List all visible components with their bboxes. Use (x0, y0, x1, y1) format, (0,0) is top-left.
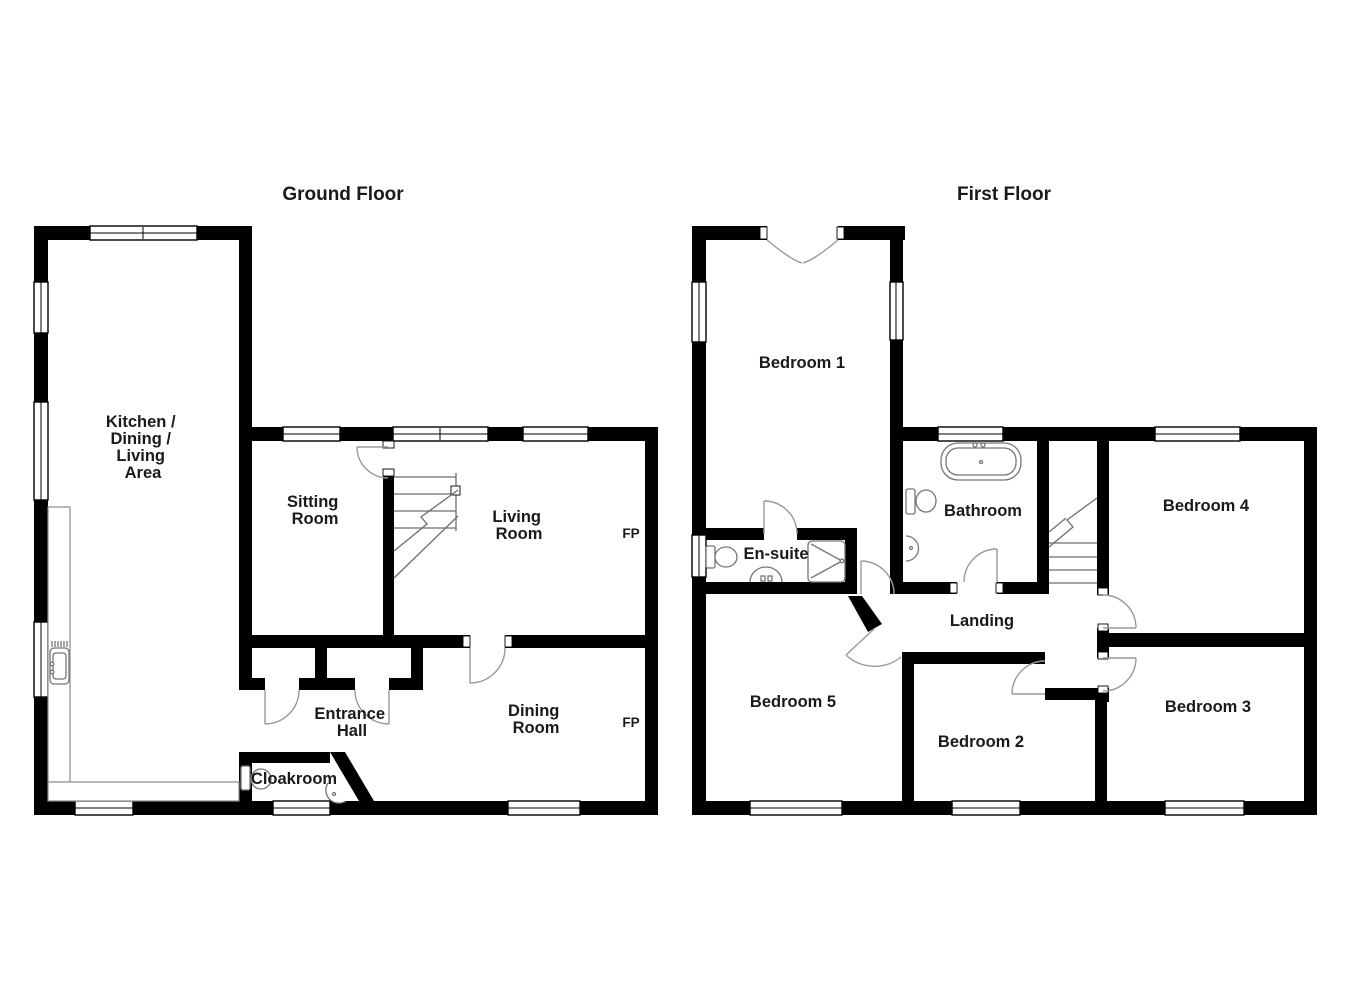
room-label-bathroom: Bathroom (944, 502, 1022, 520)
staircase-symbol-first (1048, 497, 1098, 584)
room-label-dining-room: Dining Room (508, 702, 564, 737)
room-label-living-room: Living Room (492, 508, 545, 543)
room-label-landing: Landing (950, 612, 1014, 630)
door-arc-bedroom3 (1102, 657, 1137, 692)
window-icon (1154, 426, 1241, 442)
window-icon (522, 426, 589, 442)
window-icon (74, 800, 134, 816)
room-label-cloakroom: Cloakroom (251, 770, 337, 788)
door-arc-hall-cupboard-right (354, 689, 390, 725)
window-icon (951, 800, 1021, 816)
window-icon (33, 281, 49, 334)
room-label-bedroom1: Bedroom 1 (759, 354, 845, 372)
ensuite-toilet-symbol (705, 545, 738, 569)
window-icon (937, 426, 1004, 442)
window-icon (33, 401, 49, 501)
first-floor-title: First Floor (957, 184, 1052, 205)
cloakroom-toilet-symbol (240, 765, 272, 791)
window-icon (691, 281, 707, 343)
door-arc-bedroom2 (1011, 660, 1046, 695)
cloakroom-basin-symbol (325, 782, 347, 804)
door-arc-bathroom (963, 548, 998, 583)
fireplace-label-living: FP (622, 526, 639, 541)
window-icon (282, 426, 341, 442)
window-icon (749, 800, 843, 816)
french-doors-bedroom1 (766, 239, 839, 264)
ground-floor-door-jambs (382, 440, 513, 648)
first-floor-doors (763, 239, 1137, 695)
kitchen-counter (47, 506, 240, 802)
ground-floor-labels: Ground Floor Kitchen / Dining / Living A… (106, 184, 640, 788)
room-label-kitchen: Kitchen / Dining / Living Area (106, 413, 180, 482)
window-icon (392, 426, 489, 442)
room-label-ensuite: En-suite (743, 545, 808, 563)
bathroom-toilet-symbol (905, 488, 937, 515)
room-label-bedroom2: Bedroom 2 (938, 733, 1024, 751)
ensuite-basin-symbol (749, 566, 783, 583)
ground-floor-plan: Ground Floor Kitchen / Dining / Living A… (33, 184, 658, 816)
window-icon (272, 800, 331, 816)
window-icon (1164, 800, 1245, 816)
door-arc-bedroom1-landing (860, 560, 895, 595)
ground-floor-windows (33, 225, 589, 816)
window-icon (33, 621, 49, 698)
door-arc-sitting-room (356, 446, 389, 479)
door-arc-bedroom5 (845, 627, 902, 667)
door-arc-living-to-dining (469, 647, 506, 684)
shower-symbol (807, 540, 846, 583)
ground-floor-doors (264, 446, 506, 725)
first-floor-plan: First Floor Bedroom 1 Bathroom En-suite … (691, 184, 1317, 816)
ground-floor-title: Ground Floor (282, 184, 404, 205)
room-label-entrance-hall: Entrance Hall (314, 705, 389, 740)
room-label-bedroom4: Bedroom 4 (1163, 497, 1250, 515)
window-icon (89, 225, 198, 241)
fireplace-label-dining: FP (622, 715, 639, 730)
bathroom-basin-symbol (905, 535, 920, 562)
window-icon (889, 281, 904, 341)
room-label-bedroom3: Bedroom 3 (1165, 698, 1251, 716)
window-icon (507, 800, 581, 816)
first-floor-labels: First Floor Bedroom 1 Bathroom En-suite … (743, 184, 1251, 751)
bathtub-symbol (940, 442, 1022, 481)
room-label-bedroom5: Bedroom 5 (750, 693, 836, 711)
room-label-sitting-room: Sitting Room (287, 493, 343, 528)
door-arc-ensuite (763, 500, 798, 535)
kitchen-sink-symbol (49, 641, 70, 685)
first-floor-windows (691, 281, 1245, 816)
staircase-symbol-ground (393, 473, 461, 579)
door-arc-hall-cupboard-left (264, 689, 300, 725)
door-arc-bedroom4 (1102, 594, 1137, 629)
window-icon (691, 534, 707, 578)
